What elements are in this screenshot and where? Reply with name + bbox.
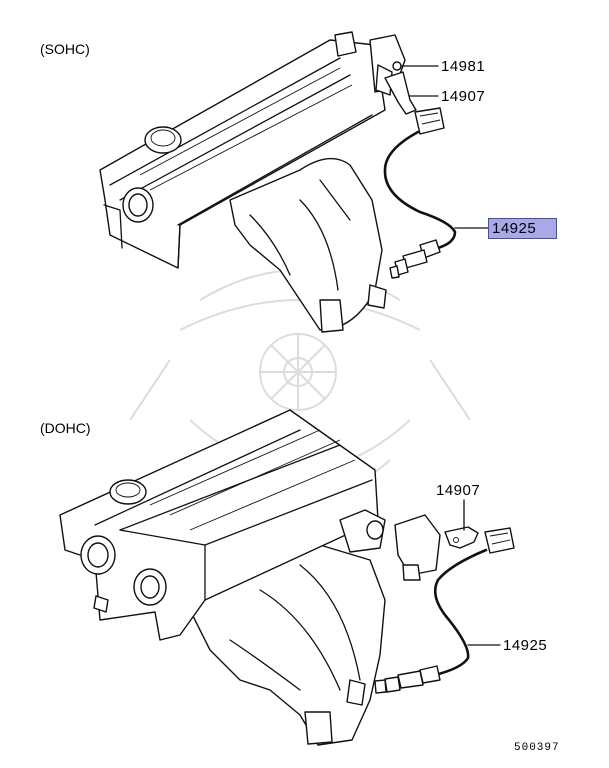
callout-dohc-14925[interactable]: 14925 — [503, 637, 548, 654]
dohc-engine-drawing — [59, 409, 515, 746]
callout-dohc-14907[interactable]: 14907 — [436, 482, 481, 499]
callout-sohc-14981[interactable]: 14981 — [441, 58, 486, 75]
diagram-code: 500397 — [514, 742, 560, 754]
callout-sohc-14925-highlighted[interactable]: 14925 — [488, 218, 558, 239]
section-label-sohc: (SOHC) — [40, 41, 90, 57]
section-label-dohc: (DOHC) — [40, 420, 91, 436]
sohc-engine-drawing — [99, 31, 457, 333]
callout-sohc-14907[interactable]: 14907 — [441, 88, 486, 105]
